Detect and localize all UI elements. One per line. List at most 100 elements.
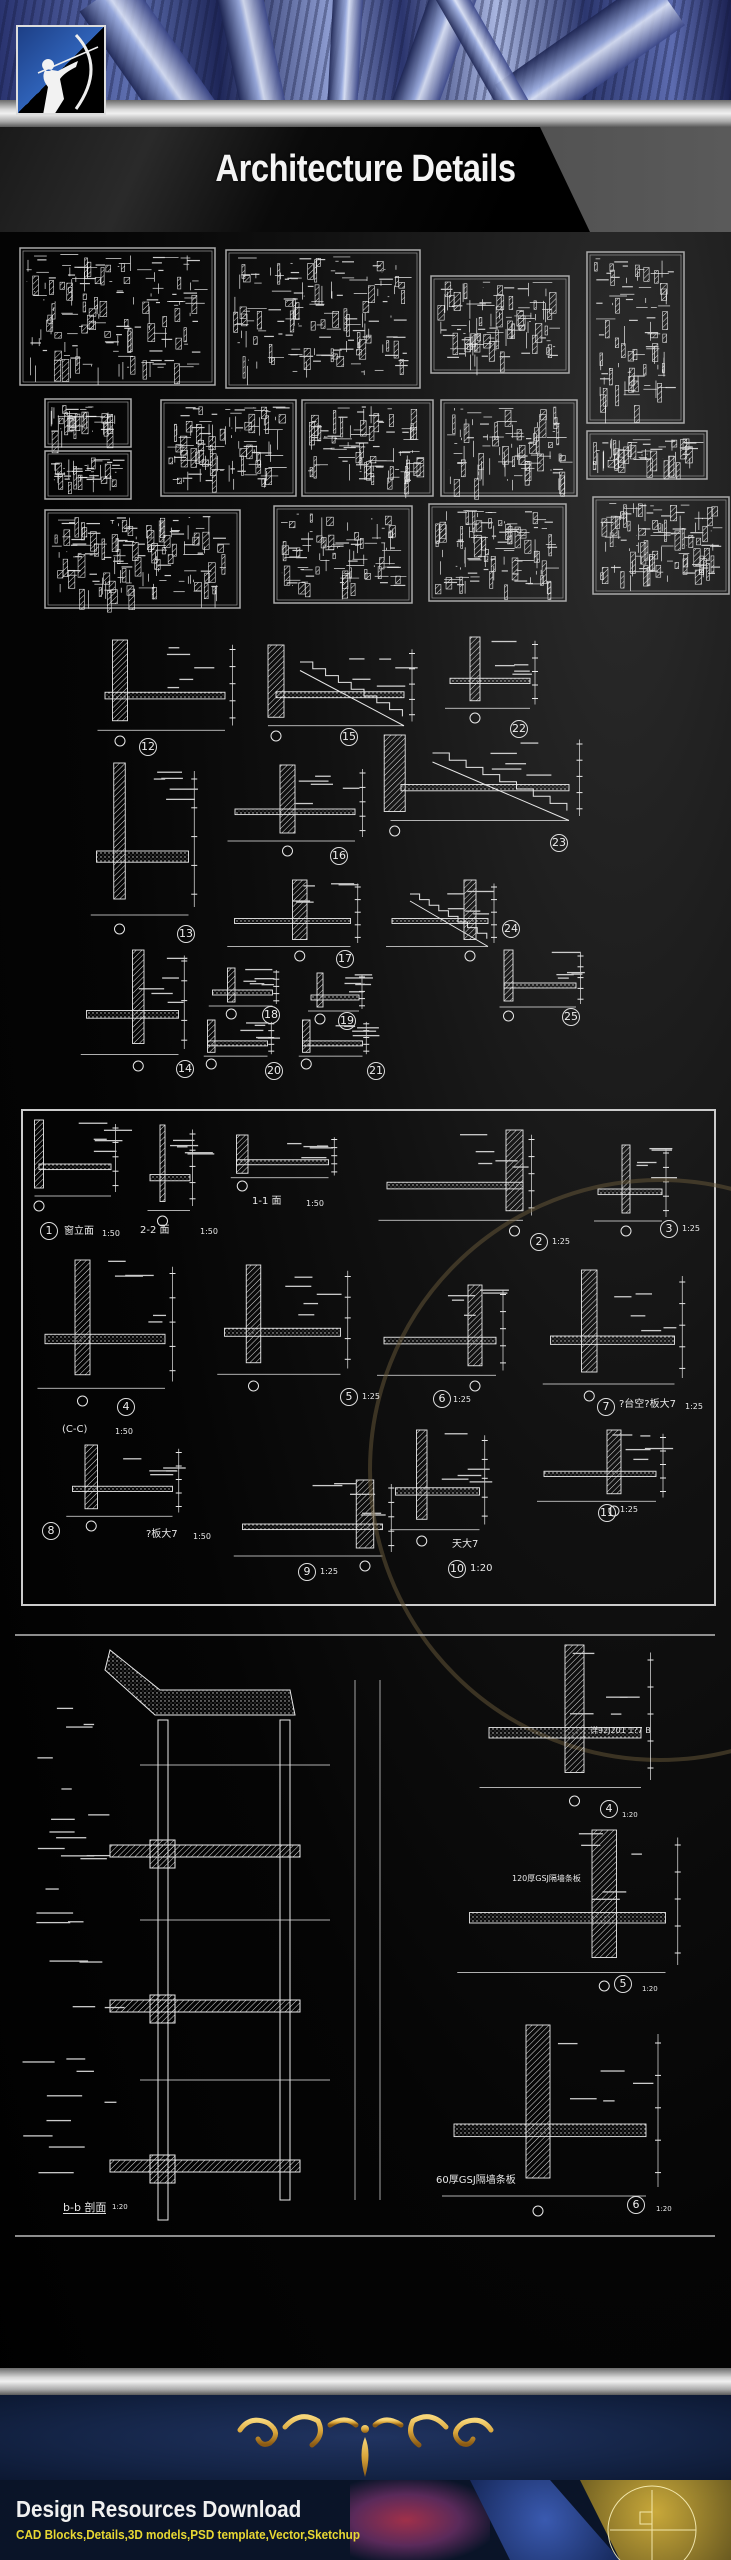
annotation-text	[581, 1844, 601, 1846]
scale-label: 1:25	[620, 1505, 638, 1514]
annotation-text	[164, 359, 175, 362]
annotation-text	[342, 787, 360, 789]
wall-section	[268, 343, 273, 363]
wall-section	[112, 639, 128, 722]
annotation-text	[171, 530, 180, 532]
annotation-text	[642, 443, 651, 445]
annotation-text	[457, 1474, 482, 1477]
annotation-text	[124, 540, 135, 543]
wall-section	[278, 414, 286, 424]
wall-section	[354, 532, 359, 541]
scale-label: 1:20	[112, 2203, 128, 2211]
annotation-text	[296, 901, 314, 903]
annotation-text	[335, 542, 350, 544]
wall-section	[504, 584, 508, 600]
annotation-text	[292, 900, 311, 902]
annotation-text	[298, 1314, 315, 1316]
annotation-text	[37, 1847, 65, 1850]
annotation-text	[257, 1037, 281, 1039]
wall-section	[98, 587, 102, 597]
wall-section	[245, 1264, 262, 1364]
annotation-text	[199, 463, 212, 466]
wall-section	[500, 351, 505, 373]
wall-section	[63, 529, 71, 546]
axis-bubble	[248, 1380, 259, 1392]
annotation-text	[49, 1960, 89, 1962]
wall-section	[681, 528, 685, 549]
sheet-frame	[301, 399, 434, 497]
wall-section	[671, 439, 678, 448]
annotation-text	[176, 1146, 188, 1148]
floor-slab	[275, 691, 405, 699]
wall-section	[401, 290, 405, 304]
annotation-text	[553, 468, 563, 471]
annotation-text	[303, 885, 315, 887]
annotation-text	[163, 1467, 186, 1469]
wall-section	[111, 534, 118, 552]
wall-section	[535, 323, 543, 343]
annotation-text	[254, 978, 275, 980]
wall-section	[632, 348, 638, 361]
wall-section	[614, 337, 619, 348]
wall-section	[204, 572, 210, 583]
annotation-text	[651, 1177, 678, 1179]
annotation-text	[61, 522, 75, 525]
annotation-text	[211, 585, 218, 588]
annotation-text	[361, 406, 366, 408]
wall-section	[452, 332, 458, 356]
sheet-frame	[44, 398, 132, 448]
wall-section	[83, 411, 87, 429]
wall-section	[377, 566, 382, 580]
annotation-text	[447, 908, 465, 910]
wall-section	[511, 323, 515, 339]
annotation-text	[37, 259, 47, 261]
annotation-text	[95, 264, 106, 266]
annotation-text	[158, 269, 164, 272]
wall-section	[59, 281, 65, 290]
axis-bubble	[359, 1560, 371, 1572]
wall-section	[106, 428, 114, 449]
construction-detail	[537, 1429, 674, 1517]
annotation-text	[249, 983, 265, 985]
annotation-text	[78, 1122, 108, 1124]
floor-slab	[310, 994, 360, 1001]
wall-section	[342, 570, 349, 589]
scale-label: 1:50	[193, 1532, 211, 1541]
wall-section	[101, 413, 108, 424]
annotation-text	[333, 349, 342, 351]
footer-banner	[0, 2480, 731, 2560]
annotation-text	[30, 342, 41, 344]
annotation-text	[188, 473, 202, 475]
wall-section	[100, 476, 108, 484]
wall-section	[621, 1144, 631, 1214]
annotation-text	[469, 1481, 493, 1483]
wall-section	[399, 359, 404, 375]
construction-detail	[499, 949, 585, 1022]
sheet-frame	[440, 399, 578, 497]
wall-section	[94, 277, 101, 285]
annotation-text	[467, 558, 481, 560]
annotation-text	[116, 334, 122, 336]
annotation-text	[319, 336, 331, 338]
wall-section	[163, 535, 171, 548]
wall-section	[663, 460, 669, 480]
stair-profile	[300, 661, 403, 717]
annotation-text	[644, 1447, 674, 1450]
annotation-text	[317, 258, 326, 261]
detail-label: 1-1 面	[252, 1196, 282, 1207]
annotation-text	[675, 511, 685, 514]
annotation-text	[406, 479, 411, 481]
wall-section	[127, 328, 133, 352]
wall-section	[643, 565, 649, 587]
wall-section	[296, 547, 301, 558]
annotation-text	[309, 1147, 334, 1149]
wall-section	[600, 394, 606, 413]
annotation-text	[168, 647, 180, 649]
scale-label: 1:20	[656, 2205, 672, 2213]
annotation-text	[157, 771, 183, 773]
wall-section	[248, 413, 256, 434]
wall-section	[654, 270, 659, 284]
wall-section	[369, 456, 377, 464]
annotation-text	[357, 1027, 379, 1029]
wall-section	[54, 534, 58, 544]
